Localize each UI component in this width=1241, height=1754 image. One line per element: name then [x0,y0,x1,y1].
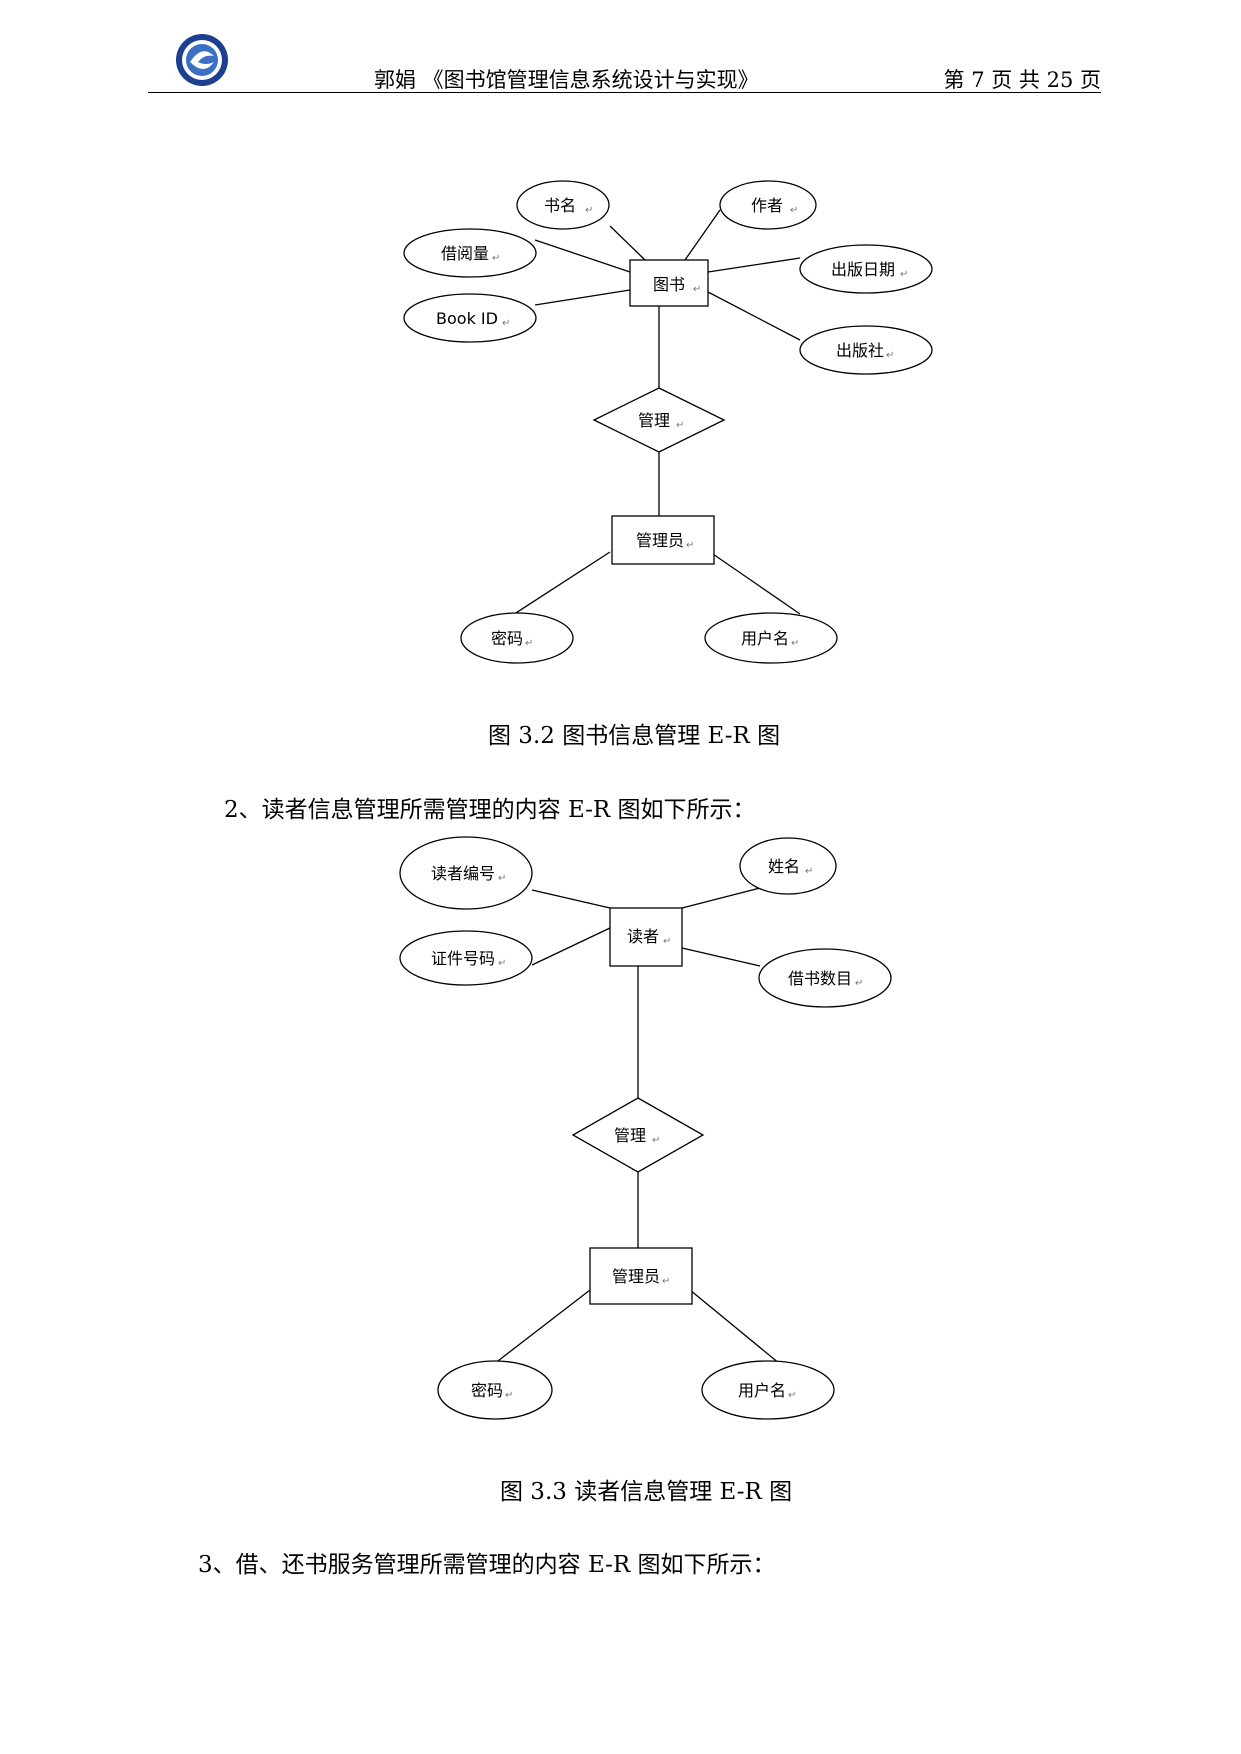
page-header: 郭娟 《图书馆管理信息系统设计与实现》 第 7 页 共 25 页 [148,30,1101,93]
attr-label: 密码 [491,629,523,648]
entity-admin-2 [589,1247,693,1305]
return-mark-icon: ↵ [502,318,510,329]
attr-label: 用户名 [741,629,789,648]
attr-label: 出版社 [836,341,884,360]
relation-manage-1 [592,387,726,453]
return-mark-icon: ↵ [693,284,701,295]
attr-username-1 [704,612,838,664]
return-mark-icon: ↵ [498,958,506,969]
attr-book-name [516,180,610,230]
relation-manage-2 [571,1097,705,1173]
entity-book [629,259,709,307]
relation-label: 管理 [638,411,670,430]
attr-password-1 [460,612,574,664]
attr-label: 用户名 [738,1381,786,1400]
paragraph-2: 2、读者信息管理所需管理的内容 E-R 图如下所示： [224,797,756,823]
university-logo-icon [176,34,228,86]
return-mark-icon: ↵ [686,540,694,551]
attr-label: 读者编号 [431,864,495,883]
return-mark-icon: ↵ [525,638,533,649]
figure-caption-3-3: 图 3.3 读者信息管理 E-R 图 [500,1479,793,1505]
return-mark-icon: ↵ [855,978,863,989]
attr-publisher [799,325,933,375]
return-mark-icon: ↵ [805,866,813,877]
attr-author [719,180,817,230]
entity-admin-label: 管理员 [612,1267,660,1286]
relation-label: 管理 [614,1126,646,1145]
return-mark-icon: ↵ [492,253,500,264]
entity-admin-label: 管理员 [636,531,684,550]
attr-borrow-quantity [758,948,892,1008]
entity-book-label: 图书 [653,275,685,294]
return-mark-icon: ↵ [662,1276,670,1287]
attr-label: 借书数目 [788,969,852,988]
header-title: 郭娟 《图书馆管理信息系统设计与实现》 [374,68,759,92]
figure-caption-3-2: 图 3.2 图书信息管理 E-R 图 [488,723,781,749]
header-page-number: 第 7 页 共 25 页 [943,68,1101,92]
return-mark-icon: ↵ [788,1390,796,1401]
return-mark-icon: ↵ [886,350,894,361]
attr-publish-date [799,244,933,294]
return-mark-icon: ↵ [505,1390,513,1401]
return-mark-icon: ↵ [498,873,506,884]
attr-borrow-count [403,228,537,278]
attr-label: Book ID [436,309,498,328]
return-mark-icon: ↵ [676,420,684,431]
attr-label: 密码 [471,1381,503,1400]
return-mark-icon: ↵ [900,269,908,280]
attr-label: 借阅量 [441,244,489,263]
entity-reader-label: 读者 [627,927,659,946]
return-mark-icon: ↵ [652,1135,660,1146]
return-mark-icon: ↵ [791,638,799,649]
attr-label: 作者 [751,196,783,215]
attr-password-2 [437,1360,553,1420]
entity-admin-1 [611,515,715,565]
return-mark-icon: ↵ [663,936,671,947]
attr-name [739,837,837,895]
attr-label: 出版日期 [831,260,895,279]
attr-reader-number [399,836,533,910]
attr-label: 证件号码 [431,949,495,968]
return-mark-icon: ↵ [585,205,593,216]
entity-reader [609,907,683,967]
paragraph-3: 3、借、还书服务管理所需管理的内容 E-R 图如下所示： [198,1552,776,1578]
attr-id-number [399,930,533,986]
attr-label: 书名 [544,196,576,215]
return-mark-icon: ↵ [790,205,798,216]
attr-book-id [403,293,537,343]
attr-label: 姓名 [768,857,800,876]
attr-username-2 [701,1360,835,1420]
